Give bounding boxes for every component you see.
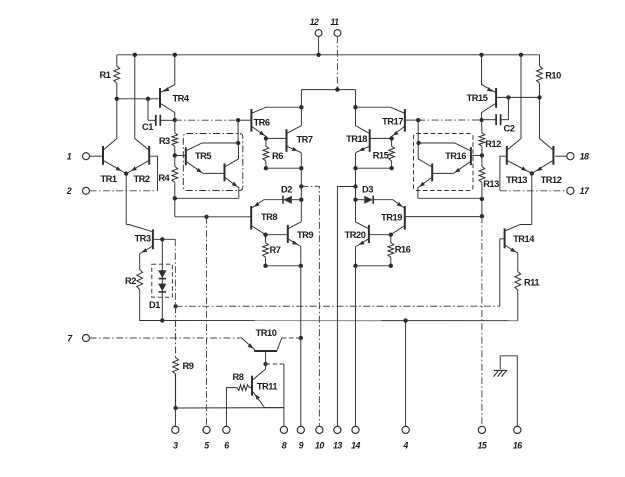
svg-text:TR20: TR20 <box>345 230 366 240</box>
svg-text:10: 10 <box>315 441 324 451</box>
svg-text:TR16: TR16 <box>445 151 466 161</box>
svg-text:TR17: TR17 <box>382 116 403 126</box>
svg-text:TR18: TR18 <box>346 134 367 144</box>
svg-text:TR12: TR12 <box>541 175 562 185</box>
svg-text:R7: R7 <box>270 245 281 255</box>
svg-text:11: 11 <box>330 17 339 27</box>
svg-text:2: 2 <box>66 186 72 196</box>
svg-text:5: 5 <box>204 441 209 451</box>
svg-text:TR5: TR5 <box>195 151 211 161</box>
svg-text:R12: R12 <box>485 139 501 149</box>
svg-text:8: 8 <box>282 441 287 451</box>
svg-text:4: 4 <box>402 441 408 451</box>
svg-text:R10: R10 <box>545 70 561 80</box>
svg-text:R1: R1 <box>100 70 111 80</box>
svg-text:R13: R13 <box>483 179 499 189</box>
svg-text:D1: D1 <box>149 300 160 310</box>
svg-text:7: 7 <box>67 333 73 343</box>
svg-text:14: 14 <box>351 441 360 451</box>
svg-text:1: 1 <box>67 152 72 162</box>
svg-text:C2: C2 <box>504 123 515 133</box>
svg-text:R6: R6 <box>272 151 283 161</box>
svg-text:R11: R11 <box>524 277 539 287</box>
svg-text:TR13: TR13 <box>506 175 527 185</box>
svg-text:R2: R2 <box>125 276 136 286</box>
svg-text:D3: D3 <box>362 184 373 194</box>
svg-text:TR15: TR15 <box>467 93 488 103</box>
svg-text:TR7: TR7 <box>296 134 312 144</box>
svg-text:TR4: TR4 <box>172 93 189 103</box>
svg-text:TR10: TR10 <box>256 328 277 338</box>
svg-text:6: 6 <box>224 441 229 451</box>
svg-text:18: 18 <box>580 152 589 162</box>
svg-text:R16: R16 <box>395 245 411 255</box>
svg-text:D2: D2 <box>281 184 292 194</box>
svg-text:15: 15 <box>478 441 487 451</box>
svg-text:3: 3 <box>173 441 178 451</box>
svg-text:C1: C1 <box>142 122 153 132</box>
svg-text:TR11: TR11 <box>257 382 278 392</box>
svg-text:TR19: TR19 <box>381 213 402 223</box>
svg-text:17: 17 <box>580 186 590 196</box>
svg-text:TR9: TR9 <box>297 230 313 240</box>
svg-text:TR2: TR2 <box>133 174 149 184</box>
svg-text:R8: R8 <box>233 372 244 382</box>
svg-text:TR1: TR1 <box>100 174 116 184</box>
svg-text:TR8: TR8 <box>261 212 277 222</box>
svg-text:R15: R15 <box>373 151 389 161</box>
svg-text:R4: R4 <box>158 173 170 183</box>
svg-text:R3: R3 <box>159 136 170 146</box>
svg-text:12: 12 <box>310 17 319 27</box>
svg-text:TR3: TR3 <box>134 234 150 244</box>
svg-text:16: 16 <box>513 441 522 451</box>
svg-text:13: 13 <box>333 441 342 451</box>
svg-text:R9: R9 <box>183 361 194 371</box>
svg-text:9: 9 <box>299 441 304 451</box>
svg-text:TR14: TR14 <box>513 234 535 244</box>
svg-text:TR6: TR6 <box>253 118 269 128</box>
